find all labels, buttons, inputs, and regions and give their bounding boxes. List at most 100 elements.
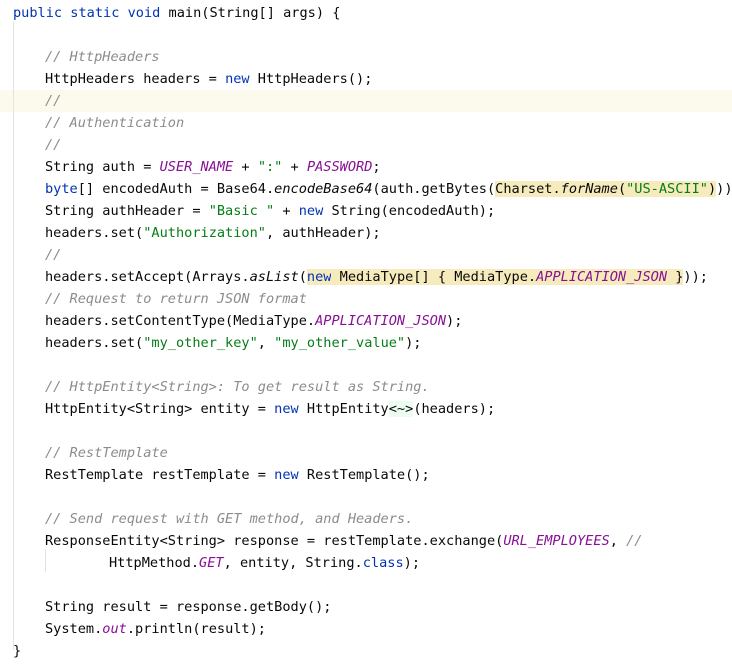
code-token: + <box>274 203 299 219</box>
code-line[interactable]: public static void main(String[] args) { <box>0 2 732 24</box>
code-token: HttpHeaders headers = <box>45 71 226 87</box>
code-token: ); <box>403 555 421 571</box>
code-token: HttpHeaders(); <box>249 71 373 87</box>
code-token: APPLICATION_JSON <box>315 313 447 329</box>
code-line[interactable]: String authHeader = "Basic " + new Strin… <box>0 200 732 222</box>
code-token: String auth = <box>45 159 160 175</box>
code-line[interactable]: String result = response.getBody(); <box>0 596 732 618</box>
code-line[interactable]: HttpHeaders headers = new HttpHeaders(); <box>0 68 732 90</box>
code-line[interactable]: } <box>0 640 732 662</box>
code-token: public <box>13 5 63 21</box>
code-token: ; <box>372 159 381 175</box>
code-token: // <box>45 247 62 263</box>
indent-guide <box>45 550 46 572</box>
code-token: // Authentication <box>45 115 185 131</box>
code-line[interactable]: headers.set("Authorization", authHeader)… <box>0 222 732 244</box>
code-line-current[interactable]: // <box>0 90 732 112</box>
code-line[interactable]: RestTemplate restTemplate = new RestTemp… <box>0 464 732 486</box>
code-token: ":" <box>257 159 283 175</box>
code-line[interactable]: headers.setContentType(MediaType.APPLICA… <box>0 310 732 332</box>
code-token: out <box>102 621 127 637</box>
code-token: main(String[] args) { <box>160 5 341 21</box>
code-token: // HttpHeaders <box>45 49 160 65</box>
code-token: HttpEntity<String> entity = <box>45 401 275 417</box>
code-token: PASSWORD <box>306 159 373 175</box>
code-token: )); <box>716 181 732 197</box>
code-line[interactable]: // Authentication <box>0 112 732 134</box>
code-token: asList <box>249 269 299 285</box>
code-line[interactable]: headers.setAccept(Arrays.asList(new Medi… <box>0 266 732 288</box>
code-token: headers.setAccept(Arrays. <box>45 269 250 285</box>
code-token: // Send request with GET method, and Hea… <box>45 511 414 527</box>
code-token: // <box>45 93 62 109</box>
code-token: // HttpEntity<String>: To get result as … <box>45 379 430 395</box>
code-token: , <box>257 335 275 351</box>
code-line[interactable]: HttpEntity<String> entity = new HttpEnti… <box>0 398 732 420</box>
code-token: class <box>362 555 404 571</box>
code-token: new <box>225 71 250 87</box>
code-line[interactable] <box>0 354 732 376</box>
code-token: byte <box>45 181 78 197</box>
code-token: ); <box>446 313 463 329</box>
code-token: + <box>233 159 258 175</box>
code-line[interactable]: // <box>0 244 732 266</box>
code-line[interactable]: String auth = USER_NAME + ":" + PASSWORD… <box>0 156 732 178</box>
code-token: ResponseEntity<String> response = restTe… <box>45 533 504 549</box>
code-token: new <box>274 401 299 417</box>
code-line[interactable] <box>0 24 732 46</box>
code-token: // Request to return JSON format <box>45 291 307 307</box>
code-token: "my_other_key" <box>143 335 258 351</box>
code-token: ( <box>617 181 627 197</box>
code-token <box>119 5 127 21</box>
code-token: RestTemplate(); <box>298 467 430 483</box>
code-token: "Basic " <box>208 203 275 219</box>
code-line[interactable] <box>0 574 732 596</box>
code-token: .println(result); <box>126 621 266 637</box>
code-line[interactable]: byte[] encodedAuth = Base64.encodeBase64… <box>0 178 732 200</box>
code-token: new <box>274 467 299 483</box>
code-token: ); <box>405 335 422 351</box>
code-token: ( <box>298 269 307 285</box>
code-line[interactable]: // HttpEntity<String>: To get result as … <box>0 376 732 398</box>
code-token: forName <box>560 181 618 197</box>
code-token: RestTemplate restTemplate = <box>45 467 275 483</box>
code-token: , authHeader); <box>265 225 381 241</box>
code-line[interactable]: // <box>0 134 732 156</box>
code-token: (auth.getBytes( <box>372 181 496 197</box>
code-line[interactable] <box>0 420 732 442</box>
code-token: // RestTemplate <box>45 445 168 461</box>
code-token: new <box>298 203 324 219</box>
code-line[interactable]: headers.set("my_other_key", "my_other_va… <box>0 332 732 354</box>
code-token: APPLICATION_JSON <box>536 269 668 285</box>
code-token: URL_EMPLOYEES <box>503 533 610 549</box>
code-token: [] encodedAuth = Base64. <box>77 181 275 197</box>
code-token: , <box>609 533 627 549</box>
code-token: ) <box>707 181 717 197</box>
code-line[interactable]: // Request to return JSON format <box>0 288 732 310</box>
code-token: )); <box>683 269 708 285</box>
code-token: GET <box>199 555 224 571</box>
code-token: + <box>282 159 307 175</box>
code-token: static <box>70 5 120 21</box>
code-token: HttpMethod. <box>109 555 200 571</box>
code-line[interactable]: // RestTemplate <box>0 442 732 464</box>
code-line[interactable]: ResponseEntity<String> response = restTe… <box>0 530 732 552</box>
code-line[interactable]: HttpMethod.GET, entity, String.class); <box>0 552 732 574</box>
code-token: void <box>127 5 161 21</box>
code-token: "Authorization" <box>143 225 266 241</box>
code-token: headers.set( <box>45 225 144 241</box>
code-token: , entity, String. <box>223 555 363 571</box>
code-token: String authHeader = <box>45 203 209 219</box>
code-token: Charset. <box>495 181 561 197</box>
code-line[interactable]: // HttpHeaders <box>0 46 732 68</box>
code-token: <~> <box>388 401 414 417</box>
code-token: // <box>626 533 643 549</box>
code-token: headers.set( <box>45 335 144 351</box>
code-line[interactable] <box>0 486 732 508</box>
code-line[interactable]: // Send request with GET method, and Hea… <box>0 508 732 530</box>
code-token: } <box>667 269 684 285</box>
code-line[interactable]: System.out.println(result); <box>0 618 732 640</box>
indent-guide <box>13 22 14 650</box>
code-token: // <box>45 137 62 153</box>
